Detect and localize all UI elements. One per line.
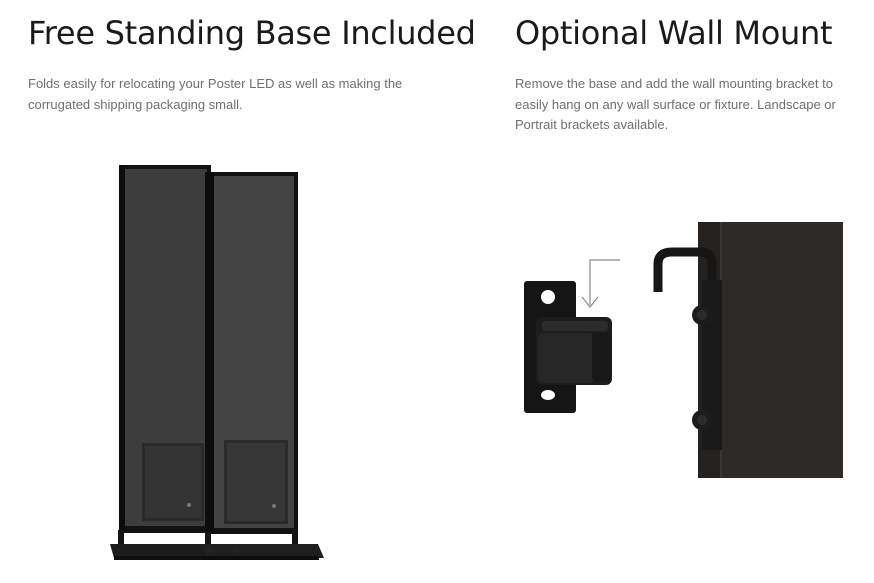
wall-mount-description: Remove the base and add the wall mountin… — [515, 76, 836, 132]
free-standing-base-heading: Free Standing Base Included — [28, 14, 476, 52]
wall-bracket-image — [520, 255, 620, 420]
poster-led-standing-image — [104, 160, 334, 565]
free-standing-base-description: Folds easily for relocating your Poster … — [28, 76, 403, 112]
wall-mounted-panel-image — [650, 220, 845, 480]
wall-mount-heading: Optional Wall Mount — [515, 14, 833, 52]
